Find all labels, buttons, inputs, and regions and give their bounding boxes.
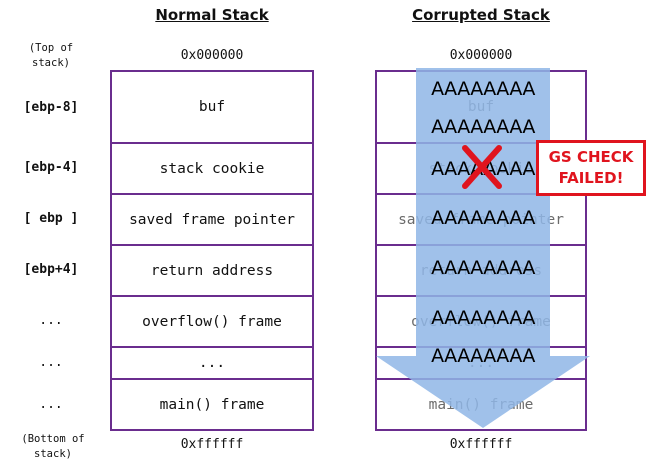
corrupted-bottom-address: 0xffffff — [449, 437, 513, 452]
overflow-text-7: AAAAAAAA — [431, 345, 535, 367]
gs-check-line-1: GS CHECK — [548, 148, 634, 166]
normal-bottom-address: 0xffffff — [180, 437, 244, 452]
gs-check-line-2: FAILED! — [558, 169, 624, 187]
normal-stack-title: Normal Stack — [155, 6, 269, 24]
normal-top-address: 0x000000 — [180, 48, 244, 63]
label-ellipsis-2: ... — [39, 355, 63, 370]
overflow-text-2: AAAAAAAA — [431, 116, 535, 138]
corrupted-top-address: 0x000000 — [449, 48, 513, 63]
normal-cell-main-frame: main() frame — [110, 378, 314, 431]
overflow-text-1: AAAAAAAA — [431, 78, 535, 100]
top-of-stack-label: (Top of stack) — [28, 42, 74, 69]
label-ellipsis-3: ... — [39, 397, 63, 412]
label-ebp-plus-4: [ebp+4] — [23, 262, 79, 277]
corrupted-stack-title: Corrupted Stack — [412, 6, 550, 24]
label-ebp-minus-8: [ebp-8] — [23, 100, 79, 115]
bottom-of-stack-label: (Bottom of stack) — [21, 433, 85, 460]
label-ebp-minus-4: [ebp-4] — [23, 160, 79, 175]
label-ellipsis-1: ... — [39, 313, 63, 328]
overflow-text-5: AAAAAAAA — [431, 257, 535, 279]
gs-check-failed-callout: GS CHECK FAILED! — [536, 140, 646, 196]
overflow-text-6: AAAAAAAA — [431, 307, 535, 329]
overflow-text-4: AAAAAAAA — [431, 207, 535, 229]
label-ebp: [ ebp ] — [23, 211, 79, 226]
